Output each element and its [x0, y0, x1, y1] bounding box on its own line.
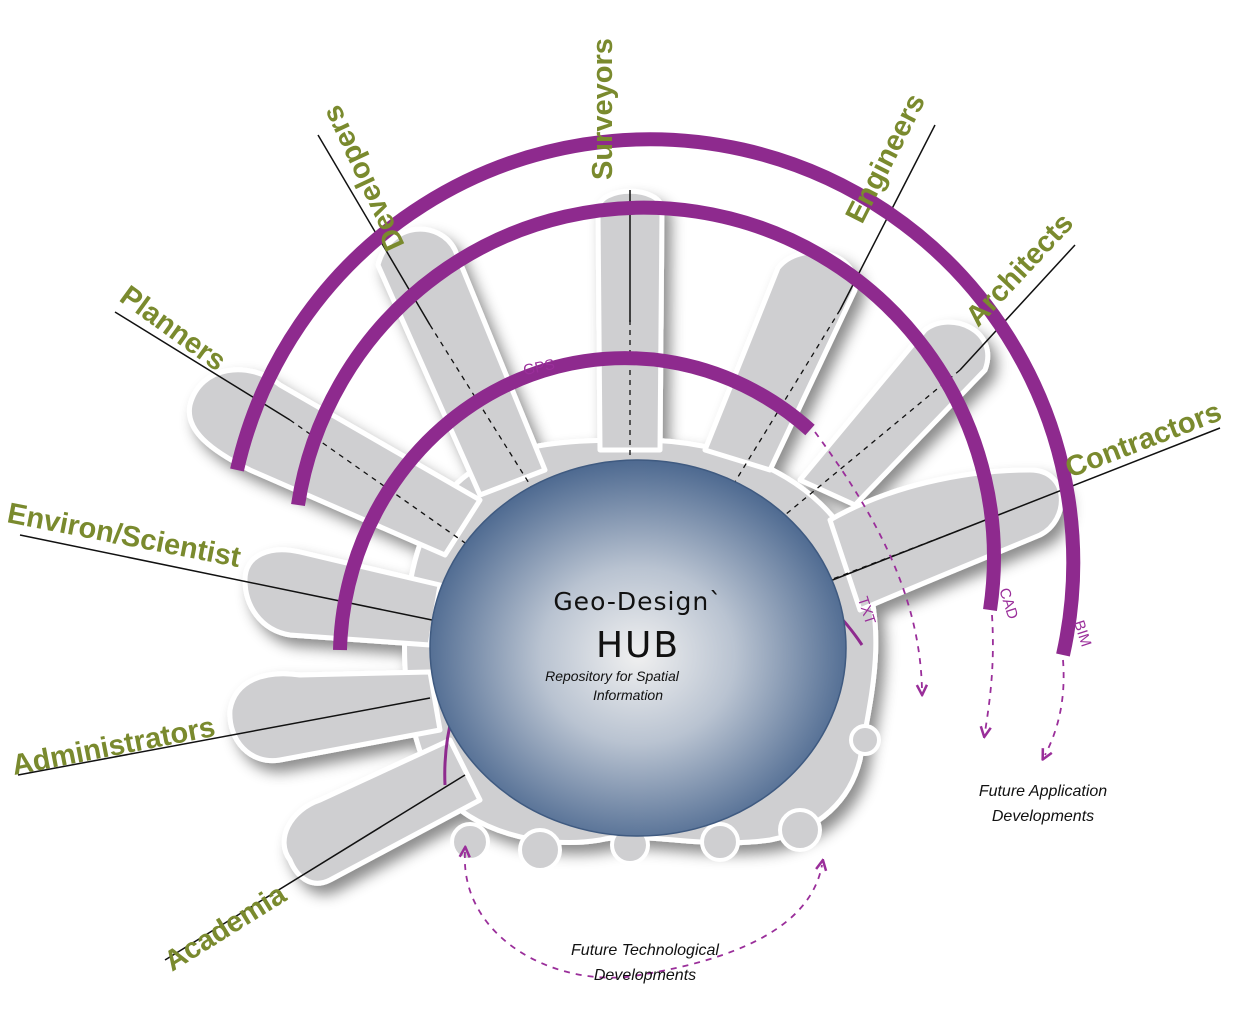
role-label-academia: Academia [159, 878, 293, 978]
role-label-planners: Planners [114, 280, 232, 378]
arrow-cad-future [985, 614, 994, 732]
tech-label-cad: CAD [995, 586, 1021, 622]
future-technological-line1: Future Technological [571, 942, 719, 959]
arrow-tech-future [465, 852, 822, 979]
tech-label-bim: BIM [1070, 618, 1094, 649]
arrow-gps-future [814, 431, 922, 690]
role-label-administrators: Administrators [9, 711, 218, 782]
future-application-line2: Developments [992, 808, 1094, 825]
role-label-environ-scientist: Environ/Scientist [5, 497, 244, 574]
role-label-surveyors: Surveyors [587, 38, 619, 180]
arc-bim [230, 132, 1081, 657]
hub-subtitle: HUB [596, 625, 680, 666]
role-label-contractors: Contractors [1061, 396, 1226, 485]
hub-description-line1: Repository for Spatial [545, 668, 680, 684]
hub-circle [429, 459, 847, 837]
role-lines [17, 124, 1221, 961]
hub-title: Geo-Design` [553, 587, 722, 616]
future-application-line1: Future Application [979, 783, 1107, 800]
arc-gps [333, 351, 815, 651]
tech-label-gps: GPS [522, 356, 557, 379]
hub-description-line2: Information [593, 687, 663, 703]
future-arrows [465, 431, 1065, 979]
role-label-architects: Architects [960, 207, 1080, 333]
arc-cad [291, 200, 1001, 612]
arrow-bim-future [1045, 659, 1065, 755]
role-label-developers: Developers [316, 100, 411, 255]
future-technological-line2: Developments [594, 967, 696, 984]
